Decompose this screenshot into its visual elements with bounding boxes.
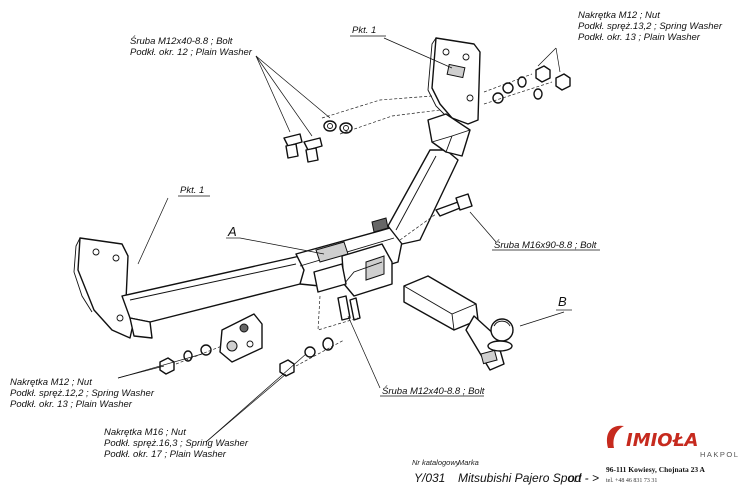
vehicle-model: Mitsubishi Pajero Sport (458, 471, 582, 485)
callout-bottom-bolt: Śruba M12x40-8.8 ; Bolt (382, 385, 485, 397)
logo-swoosh-icon (606, 425, 624, 448)
top-left-bolts (283, 95, 441, 163)
callout-left-nut-line1: Nakrętka M12 ; Nut (10, 377, 92, 388)
leader-lines (117, 37, 565, 443)
callout-top-nut-line3: Podkł. okr. 13 ; Plain Washer (578, 32, 701, 43)
callout-m16-nut-line2: Podkł. spręż.16,3 ; Spring Washer (104, 438, 249, 449)
callout-m16-nut-line1: Nakrętka M16 ; Nut (104, 427, 186, 438)
label-pkt1-top: Pkt. 1 (352, 25, 376, 36)
top-right-nuts (483, 65, 571, 105)
callout-top-nut-line2: Podkł. spręż.13,2 ; Spring Washer (578, 21, 723, 32)
label-b: B (558, 294, 567, 309)
bottom-center-bolts (317, 295, 361, 331)
logo-text: IMIOŁA (626, 430, 698, 451)
callout-top-bolt-line1: Śruba M12x40-8.8 ; Bolt (130, 35, 233, 47)
title-block: Nr katalogowy Marka Y/031 Mitsubishi Paj… (412, 458, 599, 485)
brand-caption: Marka (458, 458, 479, 467)
callout-top-bolt: Śruba M12x40-8.8 ; Bolt Podkł. okr. 12 ;… (130, 35, 253, 58)
main-cross-beam (121, 113, 471, 339)
company-address: 96-111 Kowiesy, Chojnata 23 A (606, 465, 706, 474)
tow-ball-neck (403, 275, 514, 371)
catalog-caption: Nr katalogowy (412, 458, 461, 467)
company-phone: tel. +48 46 831 73 31 (606, 478, 657, 484)
callout-m16-nut: Nakrętka M16 ; Nut Podkł. spręż.16,3 ; S… (104, 427, 249, 460)
callout-left-nut-line2: Podkł. spręż.12,2 ; Spring Washer (10, 388, 155, 399)
socket-plate (219, 313, 263, 363)
m16-bolt (399, 193, 473, 241)
label-a: A (227, 224, 237, 239)
catalog-number: Y/031 (414, 471, 445, 485)
m16-nut-stack (279, 337, 345, 377)
left-mounting-bracket (73, 237, 135, 339)
callout-top-nut: Nakrętka M12 ; Nut Podkł. spręż.13,2 ; S… (578, 10, 723, 43)
left-nut-stack (159, 344, 223, 375)
right-mounting-bracket (427, 37, 481, 125)
callout-left-nut-line3: Podkł. okr. 13 ; Plain Washer (10, 399, 133, 410)
logo-subtext: HAKPOL (700, 450, 739, 459)
callout-left-nut: Nakrętka M12 ; Nut Podkł. spręż.12,2 ; S… (10, 377, 155, 410)
label-pkt1-left: Pkt. 1 (180, 185, 204, 196)
callout-m16-bolt: Śruba M16x90-8.8 ; Bolt (494, 239, 597, 251)
callout-top-nut-line1: Nakrętka M12 ; Nut (578, 10, 660, 21)
callout-top-bolt-line2: Podkł. okr. 12 ; Plain Washer (130, 47, 253, 58)
callout-m16-nut-line3: Podkł. okr. 17 ; Plain Washer (104, 449, 227, 460)
company-logo: IMIOŁA HAKPOL 96-111 Kowiesy, Chojnata 2… (606, 425, 739, 484)
from-label: od - > (568, 471, 599, 485)
